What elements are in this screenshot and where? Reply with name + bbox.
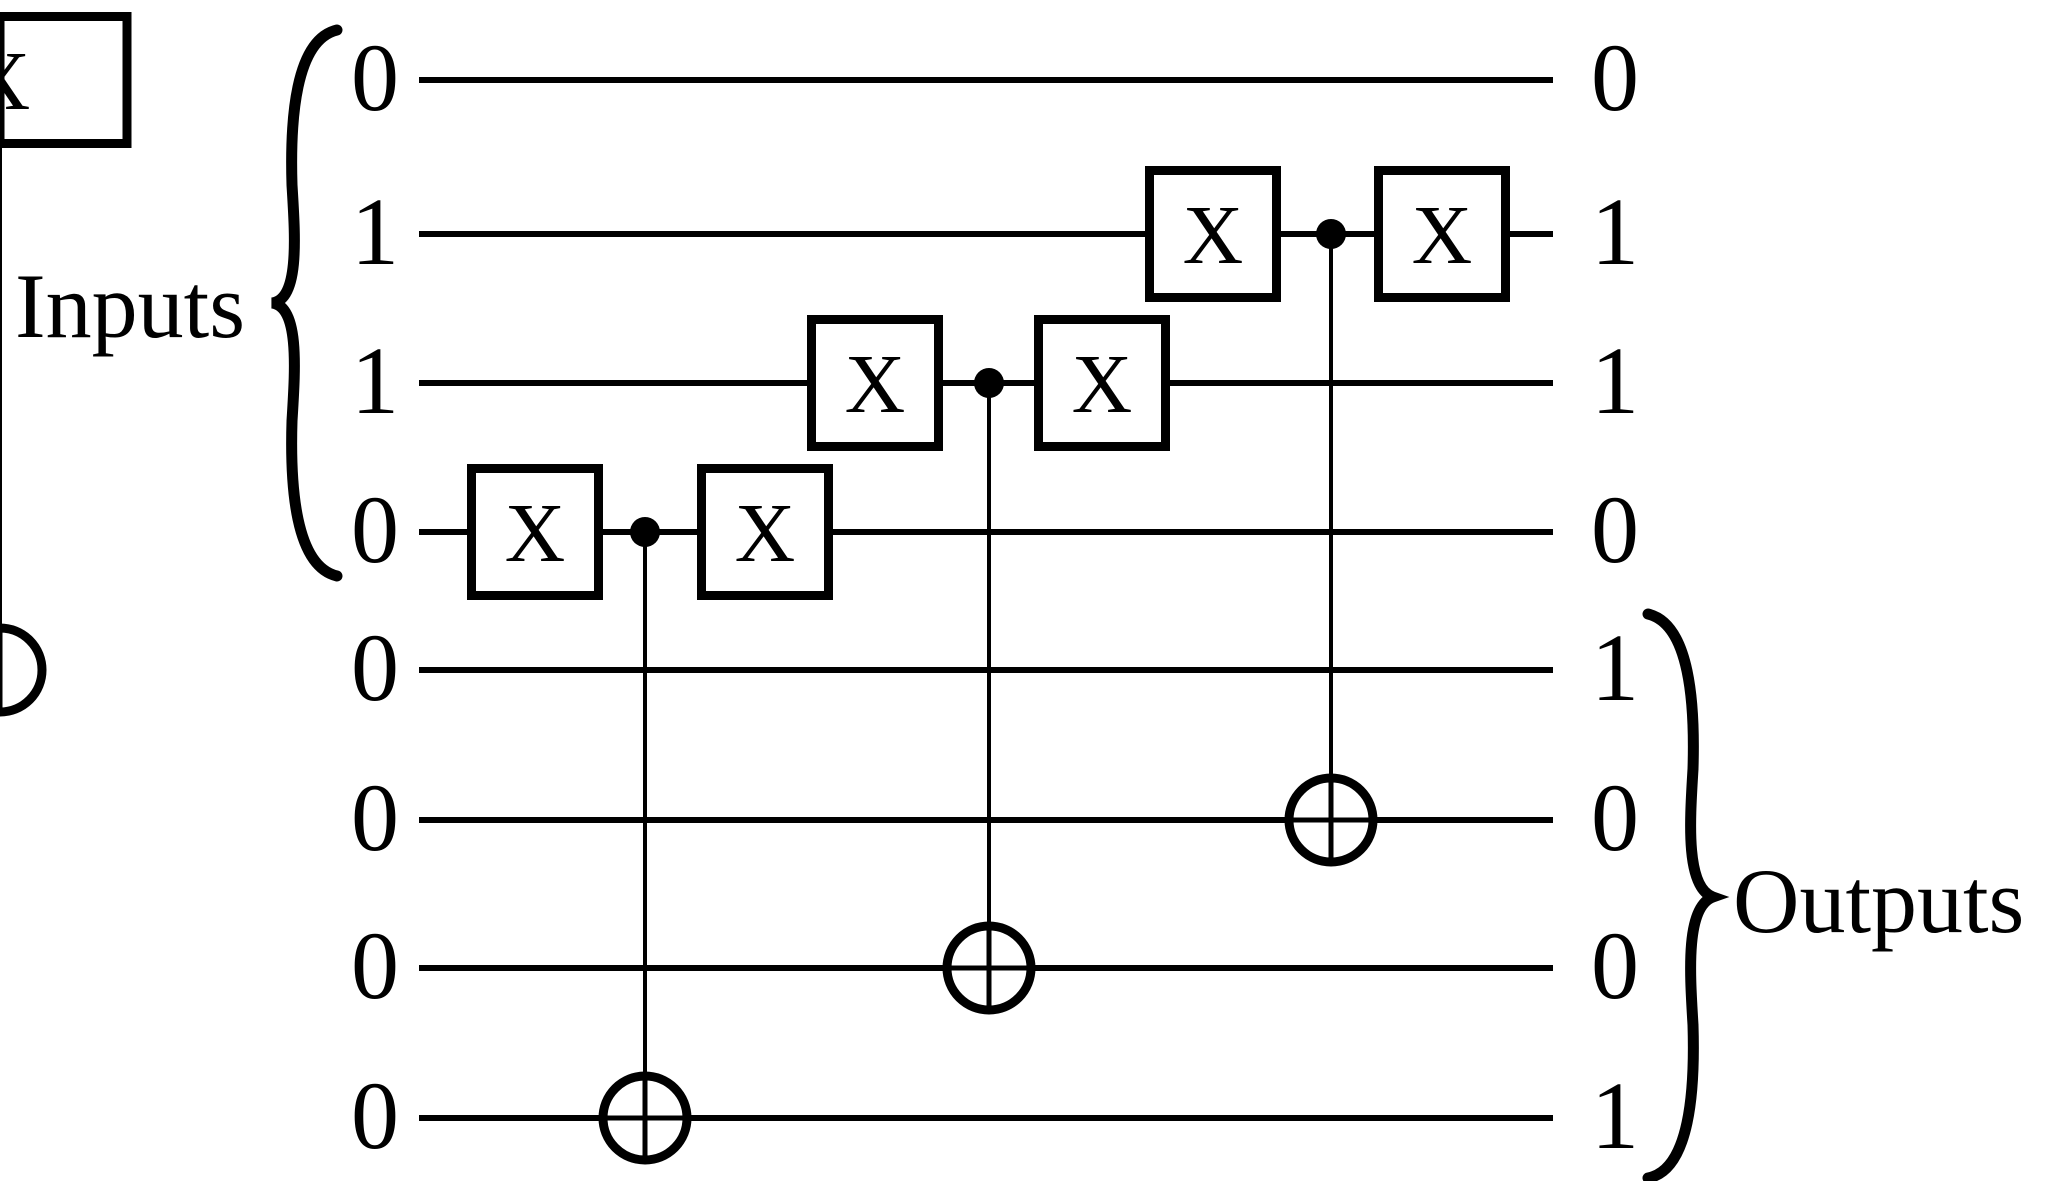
cnot-target: [598, 1071, 692, 1165]
cnot-target: [0, 623, 47, 717]
input-value-2: 1: [351, 327, 399, 434]
output-value-0: 0: [1591, 24, 1639, 131]
x-gate: X: [0, 12, 132, 148]
cnot-target: [1284, 773, 1378, 867]
output-value-5: 0: [1591, 764, 1639, 871]
inputs-brace: [270, 24, 343, 582]
group-braces: Inputs Outputs: [15, 24, 2024, 1181]
output-value-7: 1: [1591, 1062, 1639, 1169]
input-value-1: 1: [351, 178, 399, 285]
input-value-7: 0: [351, 1062, 399, 1169]
x-gate: X: [467, 464, 603, 600]
x-gate-label: X: [735, 487, 796, 580]
outputs-brace: [1642, 608, 1730, 1181]
x-gate: X: [1034, 315, 1170, 451]
control-lines: [0, 80, 1333, 1118]
output-value-3: 0: [1591, 476, 1639, 583]
output-value-4: 1: [1591, 614, 1639, 721]
x-gate: X: [1145, 166, 1281, 302]
output-value-6: 0: [1591, 912, 1639, 1019]
input-value-3: 0: [351, 476, 399, 583]
control-dot: [1316, 219, 1346, 249]
x-gate-label: X: [1183, 189, 1244, 282]
gates: XXXXXXXX: [0, 12, 1510, 1165]
input-value-4: 0: [351, 614, 399, 721]
x-gate-label: X: [845, 338, 906, 431]
x-gate-label: X: [0, 35, 30, 128]
inputs-label: Inputs: [15, 255, 245, 357]
input-value-6: 0: [351, 912, 399, 1019]
x-gate-label: X: [505, 487, 566, 580]
outputs-label: Outputs: [1733, 850, 2024, 952]
x-gate-label: X: [1072, 338, 1133, 431]
wire-labels: 0 0 1 1 1 1 0 0 0 1 0 0 0 0 0 1: [351, 24, 1639, 1169]
output-value-1: 1: [1591, 178, 1639, 285]
control-dot: [974, 368, 1004, 398]
control-dot: [630, 517, 660, 547]
cnot-target: [942, 921, 1036, 1015]
x-gate-label: X: [1412, 189, 1473, 282]
x-gate: X: [697, 464, 833, 600]
input-value-0: 0: [351, 24, 399, 131]
x-gate: X: [807, 315, 943, 451]
x-gate: X: [1374, 166, 1510, 302]
input-value-5: 0: [351, 764, 399, 871]
output-value-2: 1: [1591, 327, 1639, 434]
